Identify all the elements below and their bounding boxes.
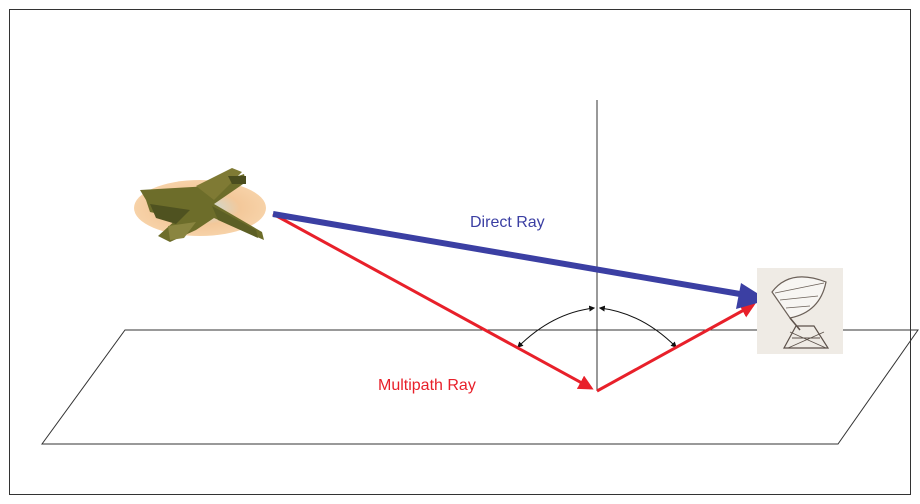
multipath-ray-incident xyxy=(272,212,594,390)
aircraft-icon xyxy=(134,168,266,242)
direct-ray-label: Direct Ray xyxy=(470,214,545,231)
direct-ray-line xyxy=(272,211,741,297)
multipath-ray-reflected xyxy=(596,303,756,393)
incidence-angle-arc xyxy=(517,305,596,348)
figure-frame xyxy=(9,9,911,495)
radar-dish-icon xyxy=(757,268,843,354)
direct-ray-arrowhead xyxy=(736,283,768,309)
multipath-ray-label: Multipath Ray xyxy=(378,377,476,394)
reflection-angle-arc xyxy=(598,305,677,348)
